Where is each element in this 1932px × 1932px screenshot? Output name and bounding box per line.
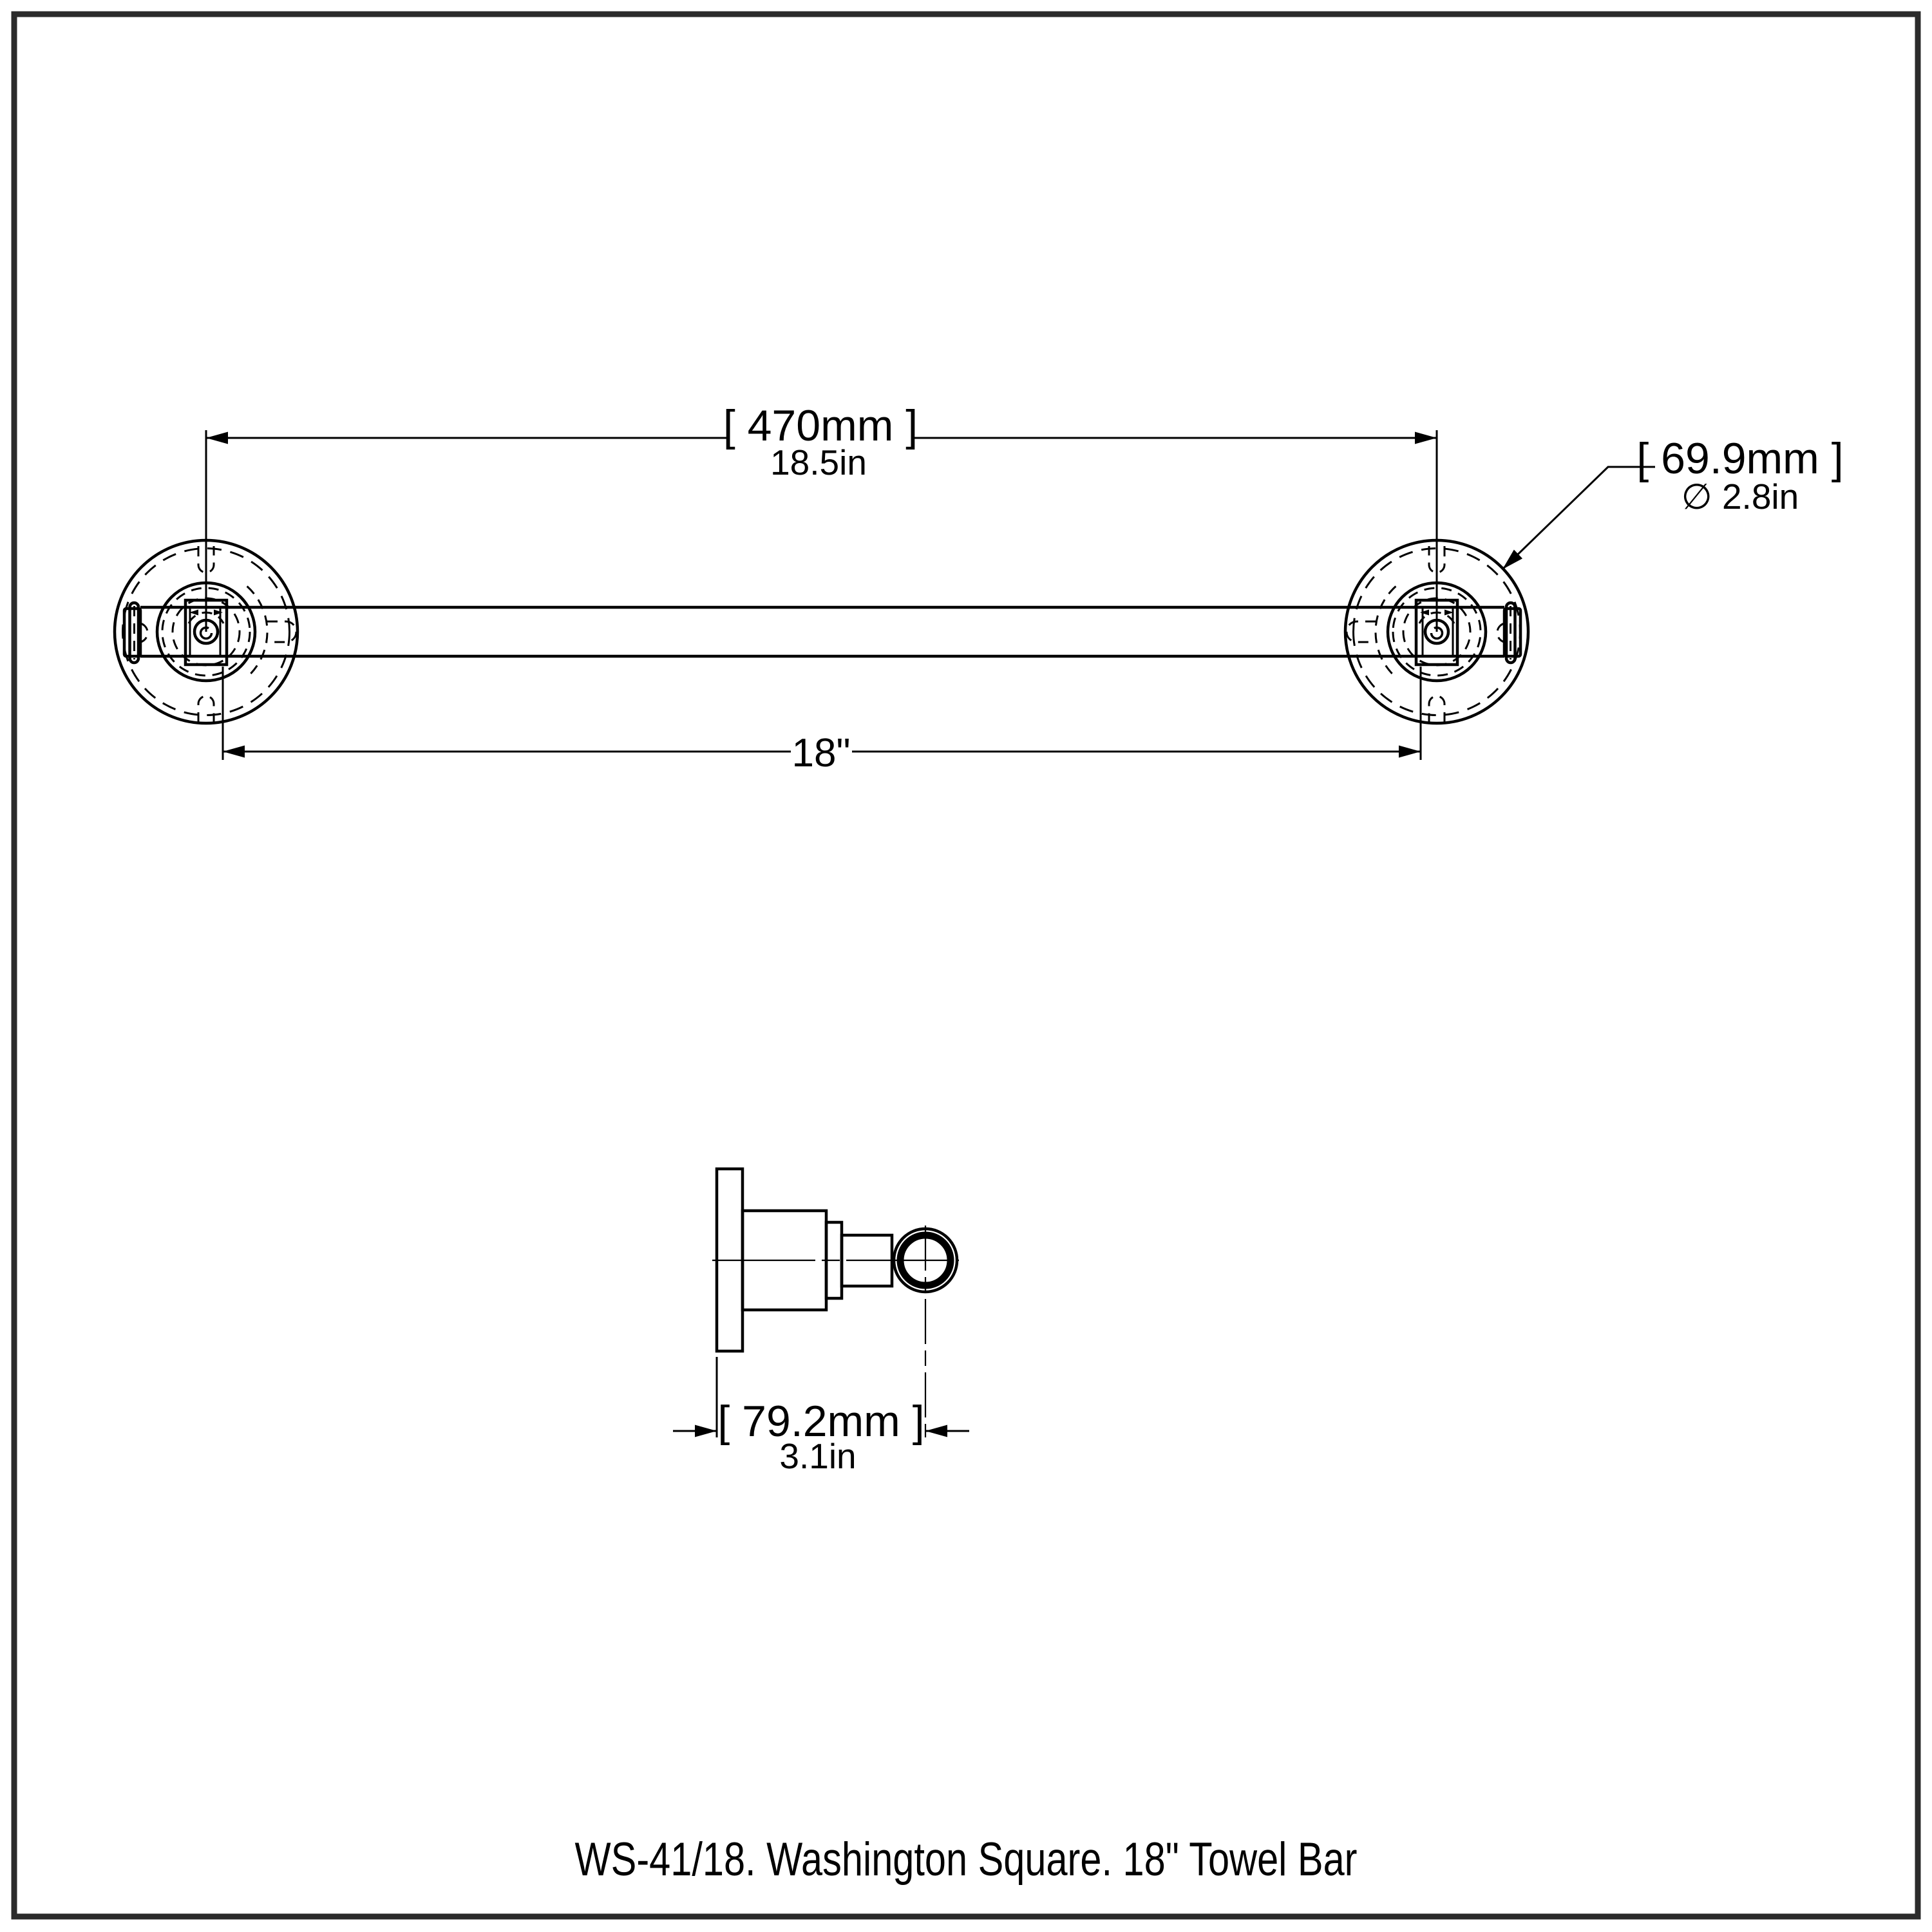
screw-slot-side [267,620,298,643]
arrowhead-left [223,745,245,758]
leader-line [1501,466,1655,571]
screw-slot-top [1428,546,1446,574]
overall-length-imperial: 18.5in [770,442,867,482]
dimension-overall-length: [ 470mm ] 18.5in [205,401,1438,632]
sheet-border [11,11,1921,1920]
screw-slot-side [1345,620,1376,643]
flange-diameter-metric: [ 69.9mm ] [1636,434,1843,483]
drawing-caption: WS-41/18. Washington Square. 18" Towel B… [575,1833,1358,1886]
screw-slot-bottom [1428,695,1446,723]
arrowhead-right [1415,431,1437,444]
towel-bar [140,605,1504,658]
projection-imperial: 3.1in [779,1436,856,1476]
flange-hidden-circle [1352,547,1521,716]
leader-arrowhead [1502,549,1523,569]
screw-slot-bottom [197,695,215,723]
arrowhead-left [695,1425,717,1437]
dimension-projection: [ 79.2mm ] 3.1in [673,1357,969,1476]
arrowhead-right [925,1425,947,1437]
side-view [712,1167,959,1437]
flange-hidden-circle [122,547,290,716]
end-cap-left [122,601,149,665]
dimension-bar-length: 18" [222,667,1422,775]
flange-diameter-imperial: ∅ 2.8in [1681,477,1799,516]
screw-slot-top [197,546,215,574]
arrowhead-right [1399,745,1421,758]
overall-length-metric: [ 470mm ] [723,401,918,450]
bar-length-imperial: 18" [792,731,851,775]
projection-metric: [ 79.2mm ] [717,1397,924,1446]
callout-flange-diameter: [ 69.9mm ] ∅ 2.8in [1501,434,1844,571]
front-view [113,538,1530,725]
arrowhead-left [206,431,228,444]
